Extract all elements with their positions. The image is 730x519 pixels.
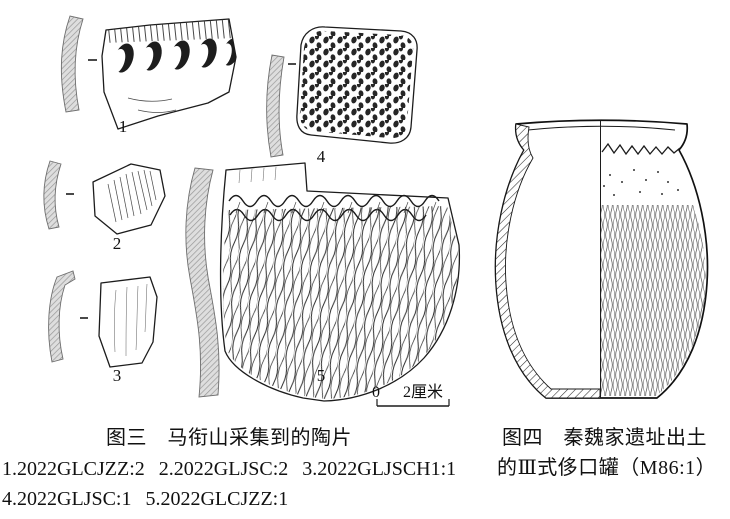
sherd-2-incised-lines	[107, 169, 157, 223]
sherd-4-group	[266, 26, 418, 158]
sherd-3-surface-lines	[114, 283, 148, 357]
sherd-5-number: 5	[316, 366, 326, 385]
scale-bar	[376, 399, 450, 407]
pot-inner-rim-line	[527, 125, 676, 131]
sherd-5-group	[185, 162, 461, 402]
specimen-item-4: 4.2022GLJSC:1	[2, 488, 132, 510]
sherd-4-punctate-decoration	[299, 30, 414, 139]
pot-right-stipple-dots	[603, 169, 679, 196]
pot-right-striation-texture	[601, 205, 706, 396]
sherd-3-outline	[98, 276, 158, 368]
sherd-2-number: 2	[112, 234, 122, 253]
figure4-caption-line1: 图四 秦魏家遗址出土	[502, 427, 707, 449]
sherd-4-profile	[266, 54, 285, 158]
specimen-list-line2: 4.2022GLJSC:1 5.2022GLCJZZ:1	[2, 488, 302, 511]
specimen-item-1: 1.2022GLCJZZ:2	[2, 458, 145, 480]
sherd-5-applique-band	[228, 194, 440, 222]
figure3-caption: 图三 马衔山采集到的陶片	[106, 427, 352, 449]
scale-length-label: 2厘米	[403, 384, 444, 401]
sherd-1-number: 1	[118, 117, 128, 136]
sherd-5-striations	[222, 206, 459, 399]
sherd-5-profile	[185, 167, 220, 398]
pot-drawing	[494, 119, 709, 399]
specimen-item-2: 2.2022GLJSC:2	[158, 458, 289, 480]
sherd-5-neck-marks	[238, 166, 277, 184]
specimen-item-5: 5.2022GLCJZZ:1	[145, 488, 289, 510]
sherd-1-group	[60, 15, 237, 130]
sherd-2-group	[43, 160, 166, 235]
specimen-item-3: 3.2022GLJSCH1:1	[302, 458, 457, 480]
sherd-4-number: 4	[316, 147, 326, 166]
sherd-1-profile	[60, 15, 84, 113]
sherd-3-profile	[48, 270, 76, 363]
sherd-2-profile	[43, 160, 62, 230]
sherd-3-number: 3	[112, 366, 122, 385]
sherd-3-group	[48, 270, 158, 368]
pot-wavy-applique-line	[601, 142, 681, 156]
scale-zero-label: 0	[372, 384, 380, 401]
figure4-caption-line2: 的Ⅲ式侈口罐（M86:1）	[497, 457, 717, 479]
specimen-list-line1: 1.2022GLCJZZ:2 2.2022GLJSC:2 3.2022GLJSCH1…	[2, 458, 470, 481]
sherd-2-outline	[92, 163, 166, 235]
